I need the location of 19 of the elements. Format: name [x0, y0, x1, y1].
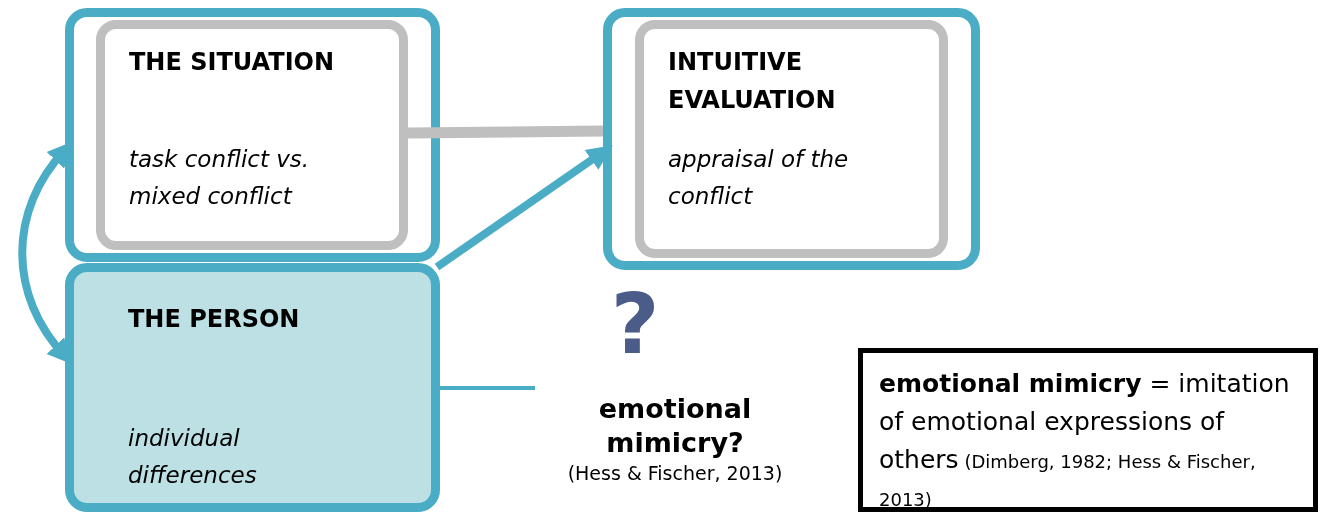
- definition-text: emotional mimicry = imitation of emotional expressions of others (Dimberg, 1982; Hess & Fischer, 2013): [879, 368, 1291, 512]
- concept-box: [96, 20, 408, 250]
- box-heading: THE PERSON: [128, 304, 301, 335]
- box-heading: INTUITIVE EVALUATION: [668, 47, 837, 116]
- connector-line: [440, 386, 535, 390]
- outer-box: [603, 8, 980, 270]
- box-description: individual differences: [128, 424, 258, 490]
- box-description: task conflict vs. mixed conflict: [129, 145, 311, 211]
- question-mark: ?: [610, 282, 660, 366]
- connector-line: [407, 125, 604, 139]
- citation: (Hess & Fischer, 2013): [567, 461, 783, 486]
- outer-box: [65, 8, 440, 262]
- arrow: [434, 145, 613, 271]
- person-box: [65, 263, 440, 512]
- concept-label: emotional mimicry?: [597, 392, 753, 460]
- box-description: appraisal of the conflict: [668, 145, 850, 211]
- concept-box: [635, 20, 948, 258]
- box-heading: THE SITUATION: [129, 47, 336, 78]
- definition-box: [858, 348, 1318, 512]
